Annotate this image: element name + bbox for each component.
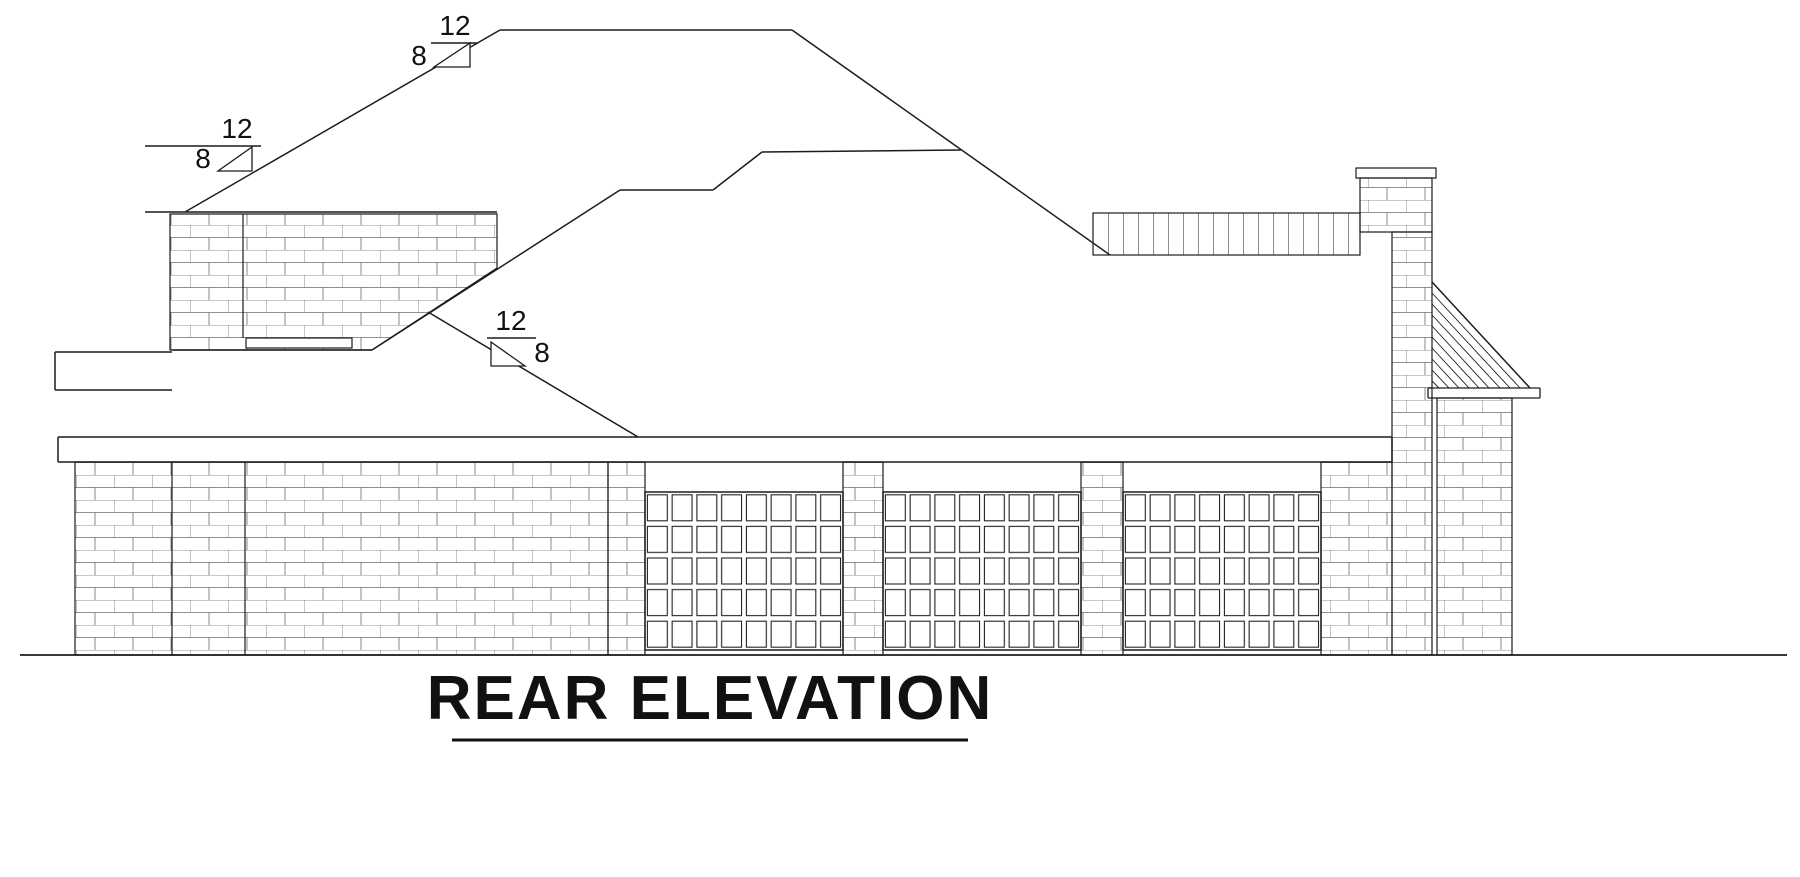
garage-pier-4 [1320,461,1393,656]
pitch-rise-label: 12 [221,113,252,144]
garage-pier-1 [607,461,646,656]
main-eave-fascia [57,436,1393,463]
garage-door-1 [644,491,844,651]
title-text: REAR ELEVATION [427,664,994,733]
pitch-marker-left: 12 8 [145,113,261,174]
chimney-cap [1355,167,1437,179]
pitch-rise-label: 12 [439,10,470,41]
right-wing-brick-wall [1436,397,1513,656]
pitch-slope-icon [490,340,528,367]
left-first-story-brick-wall [74,461,609,656]
chimney-top-brick [1359,177,1433,233]
pitch-marker-middle: 12 8 [487,305,550,368]
garage-doors [644,491,1322,651]
window-sill [245,337,353,349]
drawing-title: REAR ELEVATION [427,664,994,742]
lower-roof-ridge-lines [620,149,962,191]
pitch-marker-upper: 12 8 [411,10,478,71]
second-story-brick-wall [169,213,498,351]
right-roof-hatching [1431,292,1521,389]
pitch-rise-label: 12 [495,305,526,336]
pitch-run-label: 8 [195,143,211,174]
right-roof-slope [1431,281,1531,389]
brick-walls [74,213,1513,656]
chimney [1092,167,1437,656]
mid-roof-lines [172,189,639,438]
garage-pier-3 [1080,461,1124,656]
roof-outlines [54,29,1393,463]
left-wall-joints [171,462,246,655]
pitch-slope-icon [215,145,253,172]
right-roof-fascia [1427,387,1541,399]
pitch-run-label: 8 [411,40,427,71]
porch-fascia-box [54,351,172,391]
garage-door-2 [882,491,1082,651]
garage-pier-2 [842,461,884,656]
upper-roof-lines [145,29,1111,256]
garage-door-3 [1122,491,1322,651]
chimney-body-brick [1391,231,1433,656]
parapet-soldier-course [1092,212,1361,256]
right-wing-roof [1427,281,1541,399]
pitch-run-label: 8 [534,337,550,368]
pitch-slope-icon [431,41,471,68]
